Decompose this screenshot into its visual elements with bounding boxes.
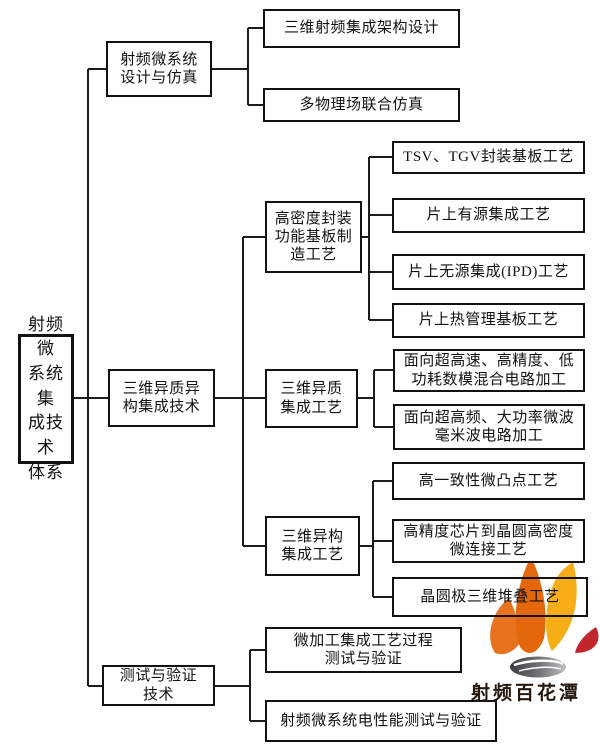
- node-test-electrical: 射频微系统电性能测试与验证: [265, 700, 497, 742]
- node-test-label: 测试与验证 技术: [119, 668, 198, 703]
- node-hetero-label: 三维异质 集成工艺: [280, 381, 343, 416]
- node-design-arch-label: 三维射频集成架构设计: [283, 20, 439, 37]
- node-substrate-passive: 片上无源集成(IPD)工艺: [392, 254, 585, 290]
- node-test: 测试与验证 技术: [102, 665, 215, 706]
- node-hetero: 三维异质 集成工艺: [265, 369, 358, 428]
- flame-red-drop: [575, 627, 599, 653]
- node-integration: 三维异质异 构集成技术: [108, 369, 215, 427]
- node-heterostruct: 三维异构 集成工艺: [265, 516, 360, 576]
- node-substrate: 高密度封装 功能基板制 造工艺: [265, 201, 362, 273]
- node-test-process-label: 微加工集成工艺过程 测试与验证: [293, 632, 434, 667]
- node-hetero-mixed: 面向超高速、高精度、低 功耗数模混合电路加工: [393, 349, 585, 392]
- node-root-label: 射频微 系统集 成技术 体系: [28, 314, 64, 482]
- flame-right-petal: [546, 562, 577, 651]
- node-test-process: 微加工集成工艺过程 测试与验证: [265, 627, 462, 673]
- node-substrate-tsv: TSV、TGV封装基板工艺: [392, 141, 585, 174]
- logo-wordmark: 射频百花潭: [471, 683, 582, 704]
- node-hs-bond-label: 高精度芯片到晶圆高密度 微连接工艺: [403, 523, 574, 558]
- node-substrate-tsv-label: TSV、TGV封装基板工艺: [403, 149, 574, 166]
- flame-left-petal: [490, 598, 522, 655]
- node-hs-bond: 高精度芯片到晶圆高密度 微连接工艺: [392, 519, 585, 563]
- logo-flame-icon: [490, 557, 599, 655]
- flame-center-petal: [515, 557, 546, 653]
- node-hs-bump-label: 高一致性微凸点工艺: [418, 472, 559, 489]
- node-design-arch: 三维射频集成架构设计: [263, 9, 460, 48]
- node-substrate-active: 片上有源集成工艺: [392, 198, 585, 233]
- node-substrate-label: 高密度封装 功能基板制 造工艺: [274, 210, 353, 264]
- node-heterostruct-label: 三维异构 集成工艺: [281, 528, 344, 563]
- node-integration-label: 三维异质异 构集成技术: [122, 380, 201, 415]
- node-design-label: 射频微系统 设计与仿真: [120, 51, 198, 86]
- node-design-sim-label: 多物理场联合仿真: [299, 96, 424, 113]
- node-substrate-thermal-label: 片上热管理基板工艺: [418, 312, 559, 329]
- logo-leaf-icon: [510, 656, 566, 678]
- node-hs-stack-label: 晶圆极三维堆叠工艺: [420, 588, 560, 605]
- node-hetero-mmwave: 面向超高频、大功率微波 毫米波电路加工: [393, 404, 585, 450]
- node-hetero-mmwave-label: 面向超高频、大功率微波 毫米波电路加工: [403, 409, 575, 444]
- node-hs-stack: 晶圆极三维堆叠工艺: [392, 577, 588, 617]
- node-root: 射频微 系统集 成技术 体系: [18, 315, 74, 482]
- node-hetero-mixed-label: 面向超高速、高精度、低 功耗数模混合电路加工: [403, 353, 575, 388]
- node-design: 射频微系统 设计与仿真: [106, 41, 212, 97]
- node-substrate-active-label: 片上有源集成工艺: [426, 207, 551, 224]
- node-hs-bump: 高一致性微凸点工艺: [392, 462, 585, 500]
- node-design-sim: 多物理场联合仿真: [263, 88, 460, 122]
- node-substrate-passive-label: 片上无源集成(IPD)工艺: [408, 263, 569, 280]
- node-substrate-thermal: 片上热管理基板工艺: [392, 303, 585, 338]
- node-test-electrical-label: 射频微系统电性能测试与验证: [280, 712, 482, 729]
